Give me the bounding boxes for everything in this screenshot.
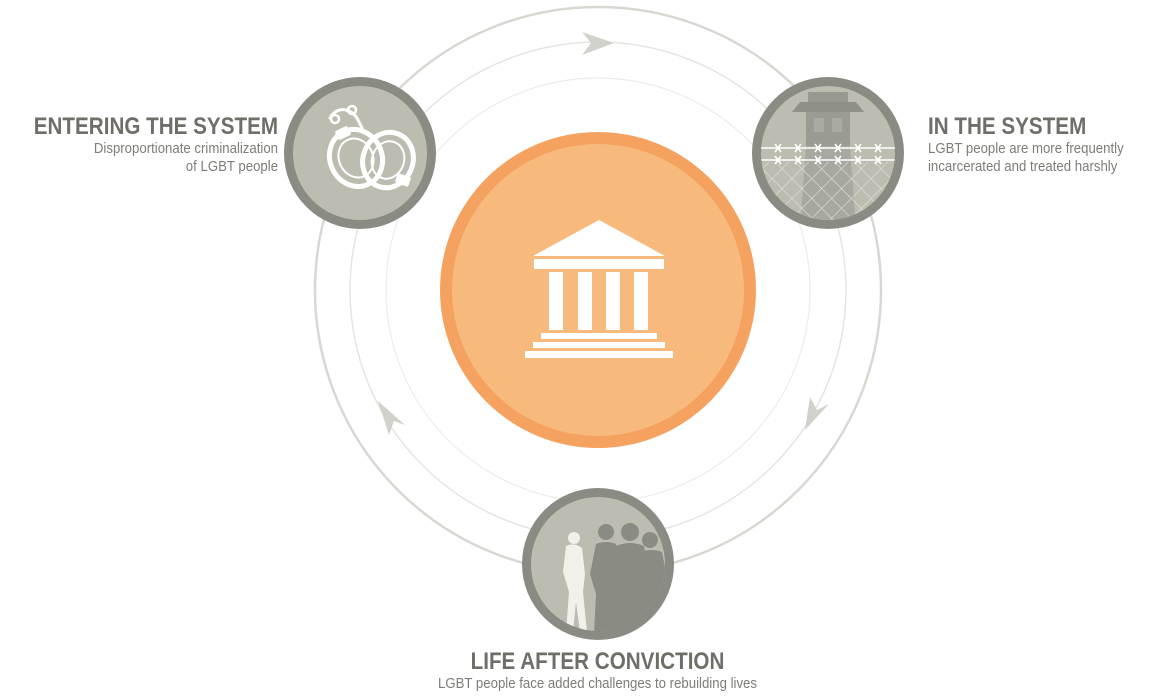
stage-title: IN THE SYSTEM <box>928 113 1087 140</box>
arrow-icon <box>582 32 614 55</box>
node-after <box>522 488 674 640</box>
arrow-icon <box>805 397 829 430</box>
stage-description-line: Disproportionate criminalization <box>93 140 278 157</box>
node-in-system <box>752 77 904 229</box>
center-node <box>440 132 756 448</box>
stage-description-line: of LGBT people <box>185 158 278 175</box>
center-inner-disc <box>452 144 744 436</box>
stage-title: LIFE AFTER CONVICTION <box>470 648 725 675</box>
stage-label-after: LIFE AFTER CONVICTION LGBT people face a… <box>0 648 1151 693</box>
people-silhouettes-icon <box>563 523 665 631</box>
stage-label-entering: ENTERING THE SYSTEM Disproportionate cri… <box>0 114 278 176</box>
handcuffs-icon <box>326 104 416 191</box>
stage-description-line: LGBT people face added challenges to reb… <box>438 675 757 692</box>
cycle-arrows <box>378 32 829 435</box>
stage-title: ENTERING THE SYSTEM <box>33 113 278 140</box>
stage-description-line: incarcerated and treated harshly <box>928 158 1118 175</box>
stage-label-in-system: IN THE SYSTEM LGBT people are more frequ… <box>928 114 1150 176</box>
stage-description-line: LGBT people are more frequently <box>928 140 1124 157</box>
courthouse-icon <box>525 220 673 358</box>
arrow-icon <box>378 401 405 435</box>
node-entering <box>284 77 436 229</box>
